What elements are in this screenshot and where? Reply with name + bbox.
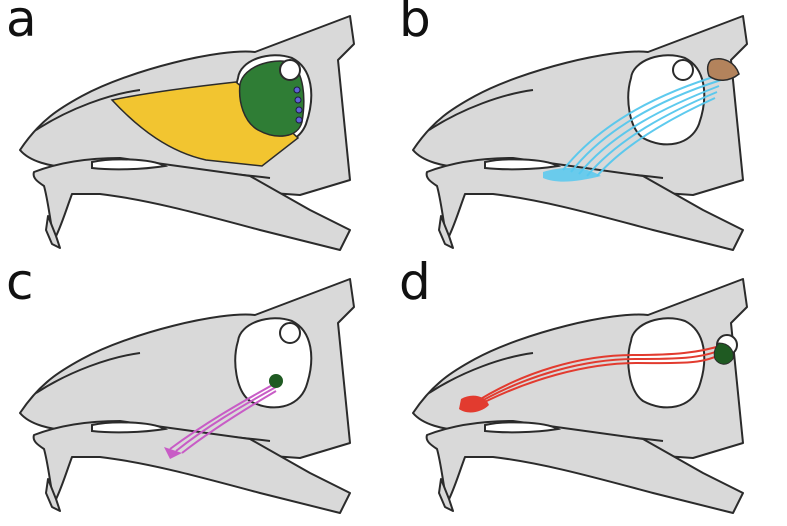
skull-diagram-d [393,263,786,526]
panel-label: a [6,0,37,44]
eye-circle [280,60,300,80]
eye-circle [280,323,300,343]
eye-circle [673,60,693,80]
green-node [269,374,283,388]
brown-node [708,59,739,81]
panel-label: d [399,257,431,307]
panel-label: b [399,0,431,44]
panel-label: c [6,257,34,307]
panel-d: d [393,263,786,526]
skull-diagram-c [0,263,393,526]
panel-b: b [393,0,786,263]
panel-a: a [0,0,393,263]
panel-c: c [0,263,393,526]
skull-diagram-b [393,0,786,263]
skull-diagram-a [0,0,393,263]
